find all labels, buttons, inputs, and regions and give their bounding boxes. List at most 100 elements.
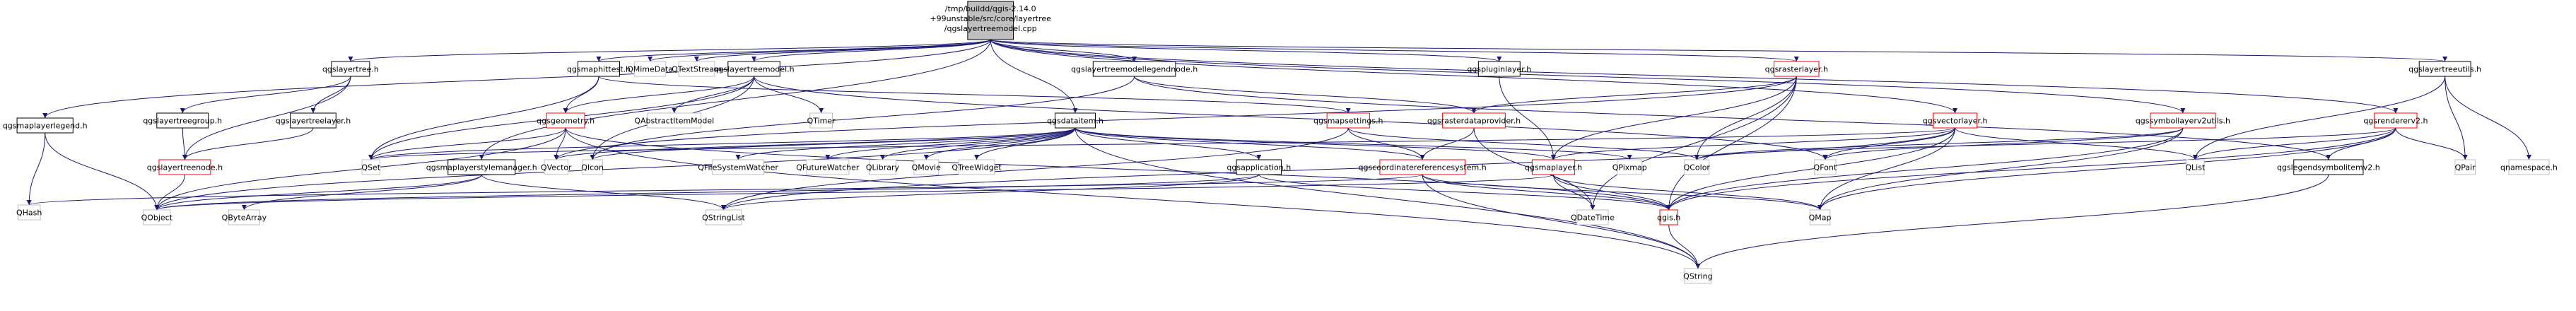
node-qgsrendererv2[interactable]: qgsrendererv2.h [2363, 112, 2428, 129]
node-box [1054, 112, 1096, 129]
edge-qgslayertreemodellegendnode-to-qgsrasterdataprovider [1134, 76, 1477, 114]
node-qgscoordinatereferencesystem[interactable]: qgscoordinatereferencesystem.h [1359, 159, 1487, 175]
node-qgsrasterlayer[interactable]: qgsrasterlayer.h [1765, 61, 1828, 77]
edge-qgsmaphittest-to-QSet [368, 76, 599, 160]
node-label: QPair [2455, 163, 2476, 172]
node-qgspluginlayer[interactable]: qgspluginlayer.h [1467, 61, 1531, 77]
node-root[interactable]: /tmp/buildd/qgis-2.14.0+99unstable/src/c… [930, 1, 1051, 40]
node-label: QDateTime [1571, 213, 1615, 223]
edge-qgscoordinatereferencesystem-to-qgis [1422, 174, 1672, 211]
edge-qgslayertree-to-qgslayertreenode [182, 76, 351, 160]
edge-qgsmapsettings-to-qgscoordinatereferencesystem [1347, 127, 1425, 160]
node-box [2418, 61, 2471, 77]
node-QIcon: QIcon [581, 159, 604, 175]
edge-qgslayertreeutils-to-QList [2192, 76, 2446, 160]
edge-layer [26, 39, 2531, 269]
node-label: qgsrasterlayer.h [1765, 65, 1828, 74]
edge-qgsdataitem-to-QFutureWatcher [825, 127, 1076, 160]
edge-qgsdataitem-to-QString [1075, 127, 1701, 269]
node-box [958, 159, 995, 175]
node-qgslayertreegroup[interactable]: qgslayertreegroup.h [143, 112, 222, 129]
node-qgslegendsymbolitemv2[interactable]: qgslegendsymbolitemv2.h [2277, 159, 2380, 175]
node-label: qgsmaphittest.h [567, 65, 631, 74]
node-qgsvectorlayer[interactable]: qgsvectorlayer.h [1923, 112, 1988, 129]
edge-root-to-qgsmaplayerstylemanager [479, 39, 991, 160]
edge-qgsrendererv2-to-QColor [1694, 127, 2396, 160]
edge-qgsmaplayer-to-qgis [1552, 174, 1672, 211]
node-box [546, 112, 585, 129]
edge-qgsvectorlayer-to-QStringList [721, 127, 1956, 211]
node-QMap: QMap [1809, 209, 1832, 225]
node-label: qgssymbollayerv2utils.h [2136, 117, 2230, 126]
edge-root-to-qgslayertreemodellegendnode [990, 39, 1137, 62]
node-box [1576, 209, 1609, 225]
node-label: qgslayertreemodel.h [714, 65, 795, 74]
edge-qgsvectorlayer-to-qgsmaplayer [1551, 127, 1956, 160]
node-qgsmapsettings[interactable]: qgsmapsettings.h [1313, 112, 1383, 129]
node-label: QVector [541, 163, 572, 172]
node-box [544, 159, 569, 175]
node-box [1774, 61, 1820, 77]
edge-qgsdataitem-to-QSet [368, 127, 1076, 160]
edge-root-to-qgslayertreeutils [990, 39, 2447, 62]
edge-qgspluginlayer-to-qgsmaplayer [1499, 76, 1556, 160]
node-qgslayertreemodellegendnode[interactable]: qgslayertreemodellegendnode.h [1071, 61, 1198, 77]
node-qgis[interactable]: qgis.h [1657, 209, 1680, 225]
node-label: qgslegendsymbolitemv2.h [2277, 163, 2380, 172]
edge-qgsmaplayerstylemanager-to-QStringList [481, 174, 726, 211]
node-qgsmaphittest[interactable]: qgsmaphittest.h [567, 61, 631, 77]
node-qgslayertreeutils[interactable]: qgslayertreeutils.h [2408, 61, 2481, 77]
node-qgslayertreemodel[interactable]: qgslayertreemodel.h [714, 61, 795, 77]
node-qgsapplication[interactable]: qgsapplication.h [1226, 159, 1291, 175]
edge-qgsmaplayerlegend-to-QHash [26, 132, 46, 206]
node-qnamespace: qnamespace.h [2500, 159, 2558, 175]
node-box [1684, 159, 1710, 175]
edge-qgsvectorlayer-to-qgis [1666, 127, 1956, 211]
node-label: qgslayertreenode.h [147, 163, 223, 172]
node-label: QColor [1684, 163, 1711, 172]
node-qgssymbollayerv2utils[interactable]: qgssymbollayerv2utils.h [2136, 112, 2230, 129]
node-qgslayertree[interactable]: qgslayertree.h [322, 61, 379, 77]
node-label: qgspluginlayer.h [1467, 65, 1531, 74]
edge-qgsrasterdataprovider-to-qgscoordinatereferencesystem [1419, 127, 1475, 160]
edge-qgsmaplayerstylemanager-to-QByteArray [241, 174, 482, 211]
node-label: qgslayertreemodellegendnode.h [1071, 65, 1198, 74]
node-qgslayertreenode[interactable]: qgslayertreenode.h [147, 159, 223, 175]
edge-qgsdataitem-to-QVector [554, 127, 1076, 160]
node-box [1236, 159, 1282, 175]
edge-qgsmapsettings-to-QColor [1347, 127, 1699, 160]
node-qgsmaplayerlegend[interactable]: qgsmaplayerlegend.h [3, 117, 88, 134]
edge-qgsapplication-to-QObject [154, 174, 1260, 211]
node-box [228, 209, 261, 225]
edge-qgsdataitem-to-QMovie [923, 127, 1076, 160]
node-box [2186, 159, 2205, 175]
node-QColor: QColor [1684, 159, 1711, 175]
node-box [2454, 159, 2476, 175]
edge-qgsgeometry-to-QSet [368, 127, 566, 160]
node-qgsgeometry[interactable]: qgsgeometry.h [537, 112, 595, 129]
edge-qgslayertreemodel-to-QAbstractItemModel [672, 76, 755, 114]
edge-qgsvectorlayer-to-QMap [1817, 127, 1956, 211]
node-box [868, 159, 896, 175]
node-QMimeData: QMimeData [627, 61, 673, 77]
edge-qgslayertreemodel-to-qgsgeometry [563, 76, 755, 114]
node-box [1809, 209, 1831, 225]
node-label: QHash [16, 209, 42, 218]
node-qgsmaplayer[interactable]: qgsmaplayer.h [1525, 159, 1582, 175]
node-box [1477, 61, 1521, 77]
edge-qgslayertreeutils-to-QPair [2445, 76, 2468, 160]
node-qgsmaplayerstylemanager[interactable]: qgsmaplayerstylemanager.h [426, 159, 537, 175]
node-label: QString [1683, 272, 1713, 281]
node-qgsdataitem[interactable]: qgsdataitem.h [1047, 112, 1103, 129]
node-qgsrasterdataprovider[interactable]: qgsrasterdataprovider.h [1427, 112, 1521, 129]
node-box [290, 112, 336, 129]
node-label: QByteArray [222, 213, 267, 223]
node-label: qgslayertreelayer.h [276, 117, 351, 126]
node-label: qgslayertreegroup.h [143, 117, 222, 126]
node-box [156, 112, 209, 129]
node-box [705, 209, 742, 225]
node-qgslayertreelayer[interactable]: qgslayertreelayer.h [276, 112, 351, 129]
node-label: QSet [361, 163, 380, 172]
node-label: QMimeData [627, 65, 673, 74]
